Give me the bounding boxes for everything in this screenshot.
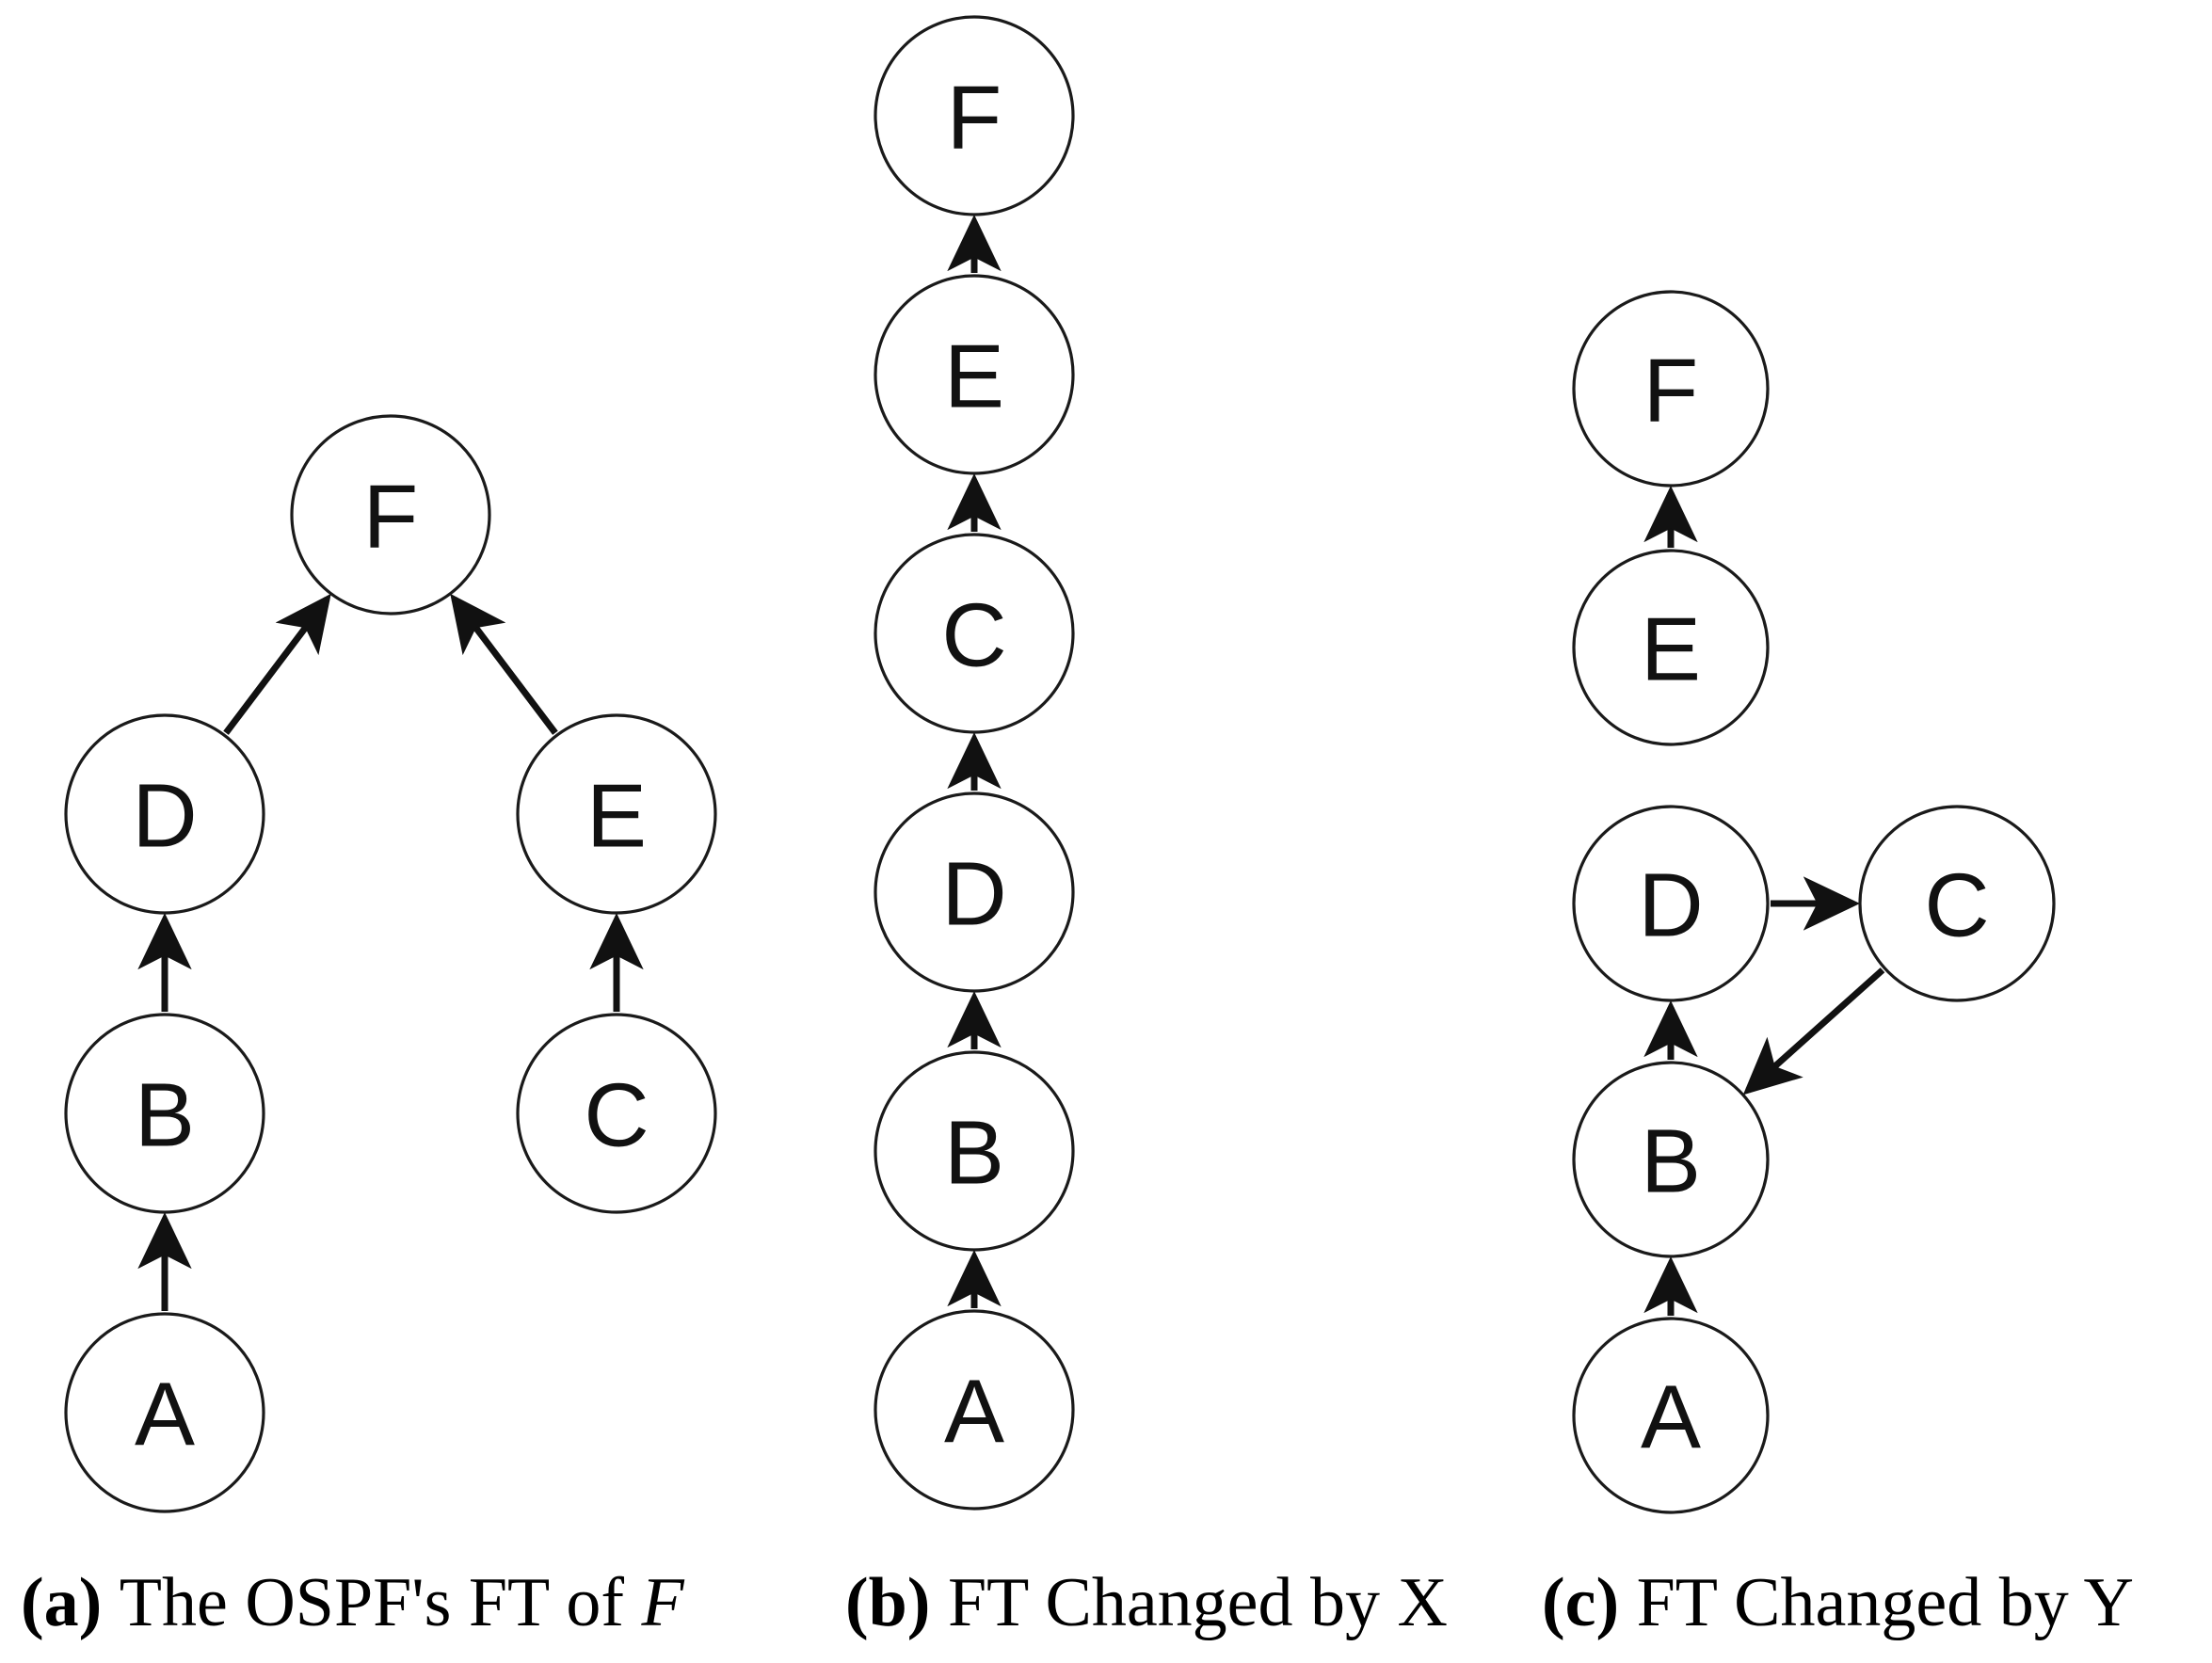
node-circle-aB — [64, 1013, 265, 1214]
node-aF[interactable]: F — [290, 414, 491, 616]
node-circle-cC — [1858, 805, 2056, 1002]
node-aA[interactable]: A — [64, 1312, 265, 1513]
caption-text-c: FT Changed by Y — [1636, 1564, 2134, 1641]
node-cD[interactable]: D — [1572, 805, 1770, 1002]
node-label-bD: D — [941, 844, 1006, 945]
node-circle-bF — [874, 15, 1075, 216]
caption-panel-a: (a) The OSPF's FT of F — [21, 1551, 684, 1655]
caption-text-b: FT Changed by X — [947, 1564, 1448, 1641]
node-label-cB: B — [1641, 1111, 1701, 1212]
node-aB[interactable]: B — [64, 1013, 265, 1214]
node-circle-bA — [874, 1309, 1075, 1511]
node-circle-aE — [516, 713, 717, 915]
node-circle-aA — [64, 1312, 265, 1513]
node-label-cE: E — [1641, 600, 1701, 700]
node-circle-aC — [516, 1013, 717, 1214]
node-circle-aD — [64, 713, 265, 915]
node-label-bB: B — [944, 1103, 1004, 1204]
caption-space-b — [930, 1564, 948, 1641]
node-label-bC: C — [941, 585, 1006, 686]
caption-panel-b: (b) FT Changed by X — [845, 1551, 1448, 1655]
node-label-cD: D — [1638, 855, 1703, 956]
node-cC[interactable]: C — [1858, 805, 2056, 1002]
node-circle-bE — [874, 274, 1075, 475]
caption-row: (a) The OSPF's FT of F (b) FT Changed by… — [0, 1551, 2212, 1663]
node-label-aF: F — [363, 467, 419, 568]
node-aC[interactable]: C — [516, 1013, 717, 1214]
caption-panel-c: (c) FT Changed by Y — [1542, 1551, 2134, 1655]
node-circle-cF — [1572, 290, 1770, 488]
node-label-aC: C — [584, 1065, 649, 1166]
node-label-bF: F — [947, 68, 1002, 168]
caption-tag-b: (b) — [845, 1564, 931, 1641]
node-label-bA: A — [944, 1362, 1004, 1463]
node-label-aA: A — [135, 1365, 195, 1465]
node-label-cF: F — [1643, 341, 1699, 441]
node-circle-cA — [1572, 1317, 1770, 1514]
edge-aE-to-aF — [450, 593, 558, 735]
node-label-bE: E — [944, 327, 1004, 427]
caption-space-c — [1619, 1564, 1637, 1641]
edges-layer — [137, 214, 1885, 1316]
node-aD[interactable]: D — [64, 713, 265, 915]
node-cB[interactable]: B — [1572, 1061, 1770, 1258]
caption-text-a: The OSPF's FT of — [119, 1564, 642, 1641]
node-cE[interactable]: E — [1572, 549, 1770, 746]
edge-aD-to-aF — [223, 593, 331, 735]
caption-tag-c: (c) — [1542, 1564, 1620, 1641]
node-cA[interactable]: A — [1572, 1317, 1770, 1514]
node-circle-bC — [874, 533, 1075, 734]
node-bF[interactable]: F — [874, 15, 1075, 216]
node-label-aB: B — [135, 1065, 195, 1166]
caption-tag-a: (a) — [21, 1564, 103, 1641]
node-aE[interactable]: E — [516, 713, 717, 915]
node-bD[interactable]: D — [874, 792, 1075, 993]
node-bB[interactable]: B — [874, 1050, 1075, 1252]
node-cF[interactable]: F — [1572, 290, 1770, 488]
caption-space-a — [102, 1564, 120, 1641]
node-circle-bD — [874, 792, 1075, 993]
node-label-cA: A — [1641, 1367, 1701, 1468]
caption-emph-a: F — [641, 1564, 684, 1641]
node-bC[interactable]: C — [874, 533, 1075, 734]
nodes-layer: F D E B C A F E C D B A F E D C B A — [64, 15, 2056, 1514]
node-circle-cB — [1572, 1061, 1770, 1258]
node-label-aD: D — [132, 766, 197, 867]
node-circle-cE — [1572, 549, 1770, 746]
node-bE[interactable]: E — [874, 274, 1075, 475]
node-circle-bB — [874, 1050, 1075, 1252]
node-circle-cD — [1572, 805, 1770, 1002]
node-label-aE: E — [586, 766, 647, 867]
node-bA[interactable]: A — [874, 1309, 1075, 1511]
edge-cC-to-cB — [1742, 967, 1885, 1095]
node-circle-aF — [290, 414, 491, 616]
node-label-cC: C — [1924, 855, 1989, 956]
